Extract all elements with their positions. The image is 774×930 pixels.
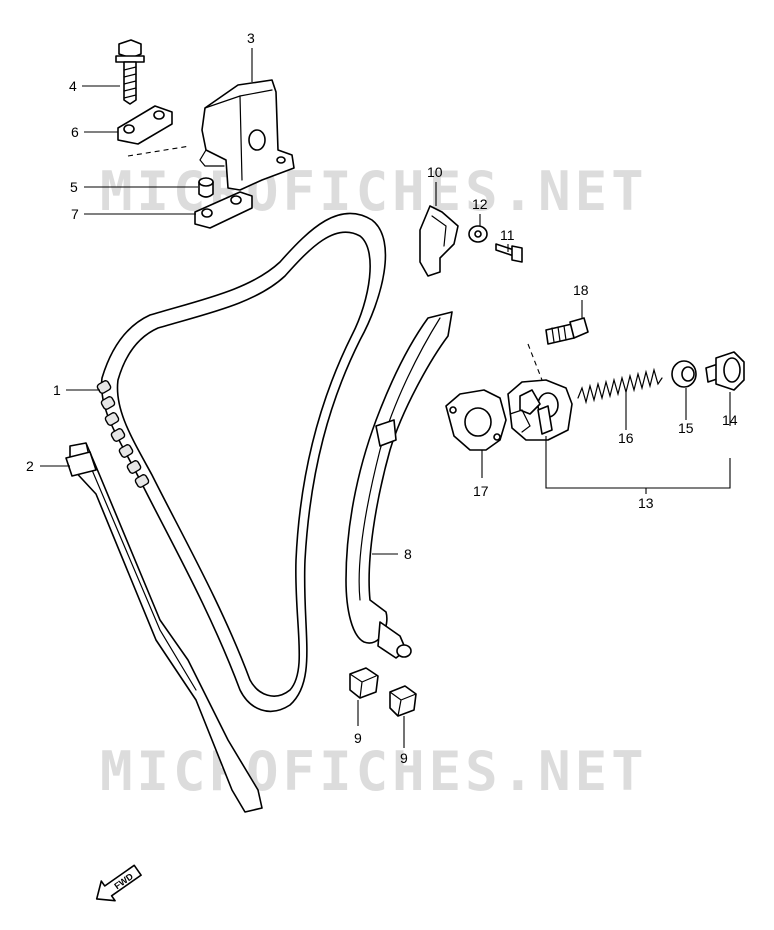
- part-9-damper-right: [389, 685, 417, 717]
- part-12-washer: [468, 225, 488, 243]
- part-8-tensioner-guide: [345, 311, 453, 659]
- part-16-spring: [577, 367, 663, 405]
- callout-13: 13: [638, 495, 654, 511]
- part-2-front-guide: [65, 442, 263, 813]
- part-9-damper-left: [349, 667, 379, 699]
- part-4-bolt: [115, 39, 145, 105]
- part-18-bolt: [545, 317, 589, 345]
- part-13-tensioner-body: [507, 379, 573, 441]
- chain-links-detail: [96, 380, 150, 488]
- part-3-guide-bracket: [199, 79, 295, 191]
- callout-3: 3: [247, 30, 255, 46]
- callout-numbers: 1 2 3 4 5 6 7 8 9 9 10 11 12 13 14 15 16…: [26, 30, 738, 766]
- callout-2: 2: [26, 458, 34, 474]
- callout-16: 16: [618, 430, 634, 446]
- part-5-dowel: [198, 177, 214, 198]
- part-17-gasket: [445, 389, 507, 451]
- callout-11: 11: [500, 227, 515, 243]
- callout-12: 12: [472, 196, 488, 212]
- part-11-bolt: [495, 243, 523, 263]
- callout-7: 7: [71, 206, 79, 222]
- callout-9-right: 9: [400, 750, 408, 766]
- leader-lines: [40, 48, 731, 748]
- part-7-plate: [194, 191, 253, 229]
- part-10-guide-pad: [419, 205, 459, 277]
- part-14-cap-bolt: [705, 351, 745, 391]
- callout-4: 4: [69, 78, 77, 94]
- arrow-forward-icon: [95, 864, 142, 902]
- part-1-cam-chain: [96, 212, 387, 713]
- watermark-bottom: MICROFICHES.NET: [100, 740, 648, 803]
- callout-8: 8: [404, 546, 412, 562]
- part-6-plate: [117, 105, 173, 145]
- callout-5: 5: [70, 179, 78, 195]
- callout-18: 18: [573, 282, 589, 298]
- callout-17: 17: [473, 483, 489, 499]
- part-15-washer: [671, 360, 697, 388]
- callout-14: 14: [722, 412, 738, 428]
- callout-1: 1: [53, 382, 61, 398]
- fwd-direction-marker: FWD: [95, 864, 142, 902]
- callout-9-left: 9: [354, 730, 362, 746]
- watermark-top: MICROFICHES.NET: [100, 160, 648, 223]
- callout-15: 15: [678, 420, 694, 436]
- callout-10: 10: [427, 164, 443, 180]
- callout-6: 6: [71, 124, 79, 140]
